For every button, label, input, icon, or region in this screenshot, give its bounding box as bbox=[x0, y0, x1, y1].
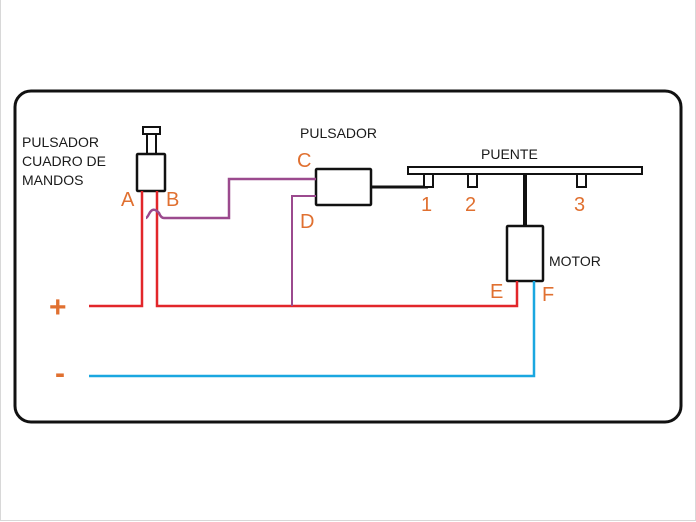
terminal-f-label: F bbox=[542, 284, 554, 306]
dashboard-pushbutton-label-line2: CUADRO DE bbox=[22, 153, 106, 169]
terminal-a-label: A bbox=[121, 189, 135, 211]
negative-wire-to-f bbox=[89, 281, 536, 378]
dashboard-pushbutton-cap bbox=[142, 126, 161, 135]
bridge-position-1: 1 bbox=[421, 194, 432, 216]
dashboard-pushbutton bbox=[135, 126, 167, 193]
terminal-e-label: E bbox=[490, 281, 503, 303]
pushbutton-label: PULSADOR bbox=[300, 125, 377, 141]
bridge-position-2: 2 bbox=[465, 194, 476, 216]
signal-wire-d-to-rail bbox=[291, 195, 316, 306]
terminal-b-label: B bbox=[166, 189, 179, 211]
negative-terminal-symbol: - bbox=[55, 357, 65, 390]
motor-body bbox=[505, 224, 545, 283]
dashboard-pushbutton-label-line1: PULSADOR bbox=[22, 134, 99, 150]
positive-wire-to-a bbox=[89, 191, 144, 308]
positive-terminal-symbol: + bbox=[49, 291, 67, 324]
dashboard-pushbutton-label-line3: MANDOS bbox=[22, 172, 83, 188]
terminal-d-label: D bbox=[300, 211, 314, 233]
positive-wire-b-to-e bbox=[155, 191, 519, 308]
dashboard-pushbutton-stem bbox=[146, 133, 157, 155]
bridge-contact-2 bbox=[467, 173, 478, 188]
bridge-contact-1 bbox=[423, 173, 434, 188]
dashboard-pushbutton-body bbox=[135, 152, 167, 193]
bridge-position-3: 3 bbox=[574, 194, 585, 216]
terminal-c-label: C bbox=[297, 150, 311, 172]
pushbutton-body bbox=[314, 167, 373, 207]
motor-label: MOTOR bbox=[549, 253, 601, 269]
signal-wire-b-to-c bbox=[145, 177, 316, 220]
bridge-contact-3 bbox=[576, 173, 587, 188]
diagram-border bbox=[13, 89, 683, 424]
bridge-label: PUENTE bbox=[481, 146, 538, 162]
bridge-bar bbox=[407, 166, 643, 175]
